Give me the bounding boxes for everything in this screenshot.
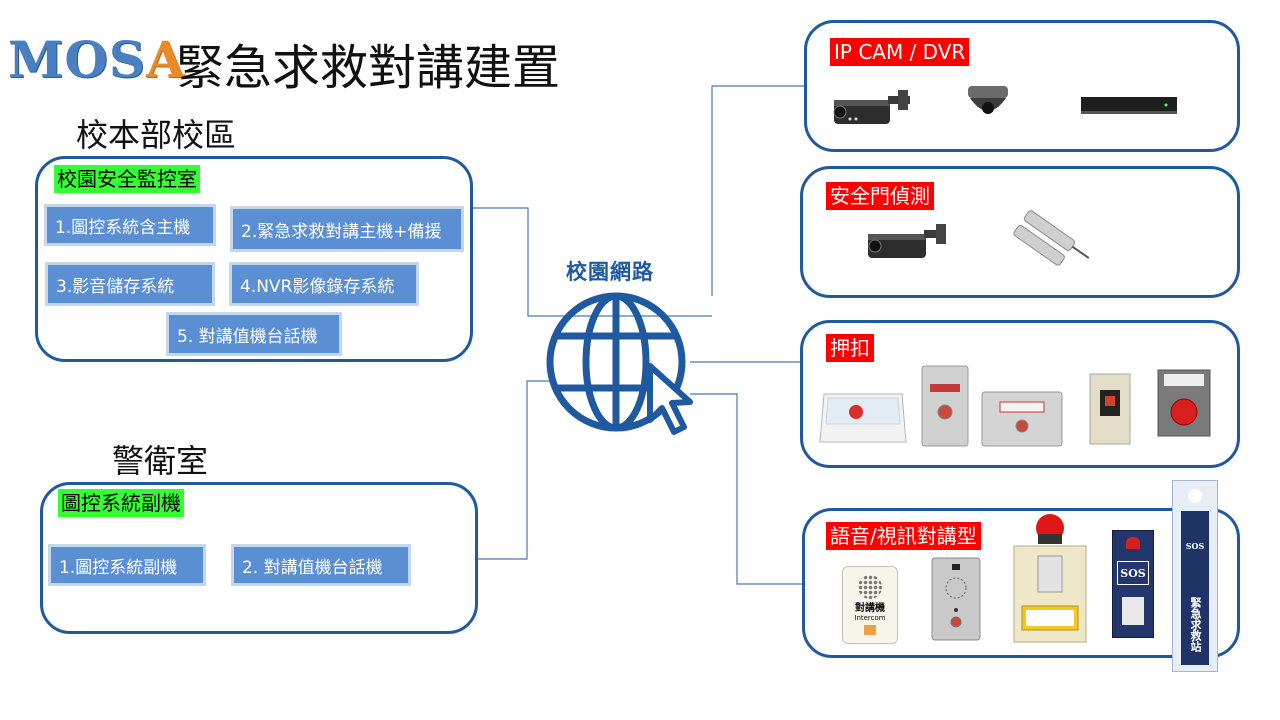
intercom-speaker-icon: 對講機 Intercom [842,566,898,644]
line-campus-to-network [472,207,712,317]
page-title: 緊急求救對講建置 [176,40,561,96]
network-label: 校園網路 [566,260,654,284]
campus-panel-label: 校園安全監控室 [54,165,200,193]
sos-post-icon: SOS [1112,530,1154,638]
sos-post-text: SOS [1117,561,1149,585]
mosa-logo: MOSA [8,30,186,89]
guard-section-title: 警衛室 [112,442,209,480]
plate-button-icon [921,365,969,447]
dome-camera-icon [968,86,1008,114]
guard-item-1: 1.圖控系統副機 [48,544,206,586]
intercom-speaker-text: 對講機 [855,603,885,614]
campus-item-5: 5. 對講值機台話機 [166,312,342,356]
intercom-speaker-subtext: Intercom [854,614,886,622]
sos-pillar-text: 緊急求救站 [1189,597,1202,652]
ipcam-dvr-label: IP CAM / DVR [830,38,970,66]
line-network-to-ipcam [711,85,806,296]
campus-item-1: 1.圖控系統含主機 [44,204,216,246]
line-guard-to-network [470,380,550,560]
magnetic-door-sensor-icon [1013,210,1090,266]
guard-item-2: 2. 對講值機台話機 [231,544,411,586]
small-button-icon [1089,373,1131,445]
campus-section-title: 校本部校區 [76,116,237,154]
push-button-label: 押扣 [826,334,874,362]
intercom-label: 語音/視訊對講型 [826,522,981,550]
intercom-cabinet-icon [1013,514,1087,643]
bullet-camera-icon [868,224,946,258]
globe-cursor-icon [546,292,693,435]
wide-plate-button-icon [981,391,1063,447]
dvr-recorder-icon [1081,97,1177,114]
sos-pillar-sos-text: SOS [1185,541,1205,551]
bullet-camera-icon [833,90,910,124]
video-intercom-panel-icon [931,557,981,641]
campus-item-4: 4.NVR影像錄存系統 [229,262,419,306]
emergency-box-icon [819,393,907,443]
campus-item-3: 3.影音儲存系統 [45,262,215,306]
line-network-to-intercom [690,393,806,585]
guard-panel-label: 圖控系統副機 [58,489,184,517]
campus-item-2: 2.緊急求救對講主機+備援 [230,206,464,252]
red-mushroom-button-icon [1157,369,1211,437]
door-detection-label: 安全門偵測 [826,182,934,210]
sos-pillar-icon: SOS 緊急求救站 [1172,480,1218,672]
